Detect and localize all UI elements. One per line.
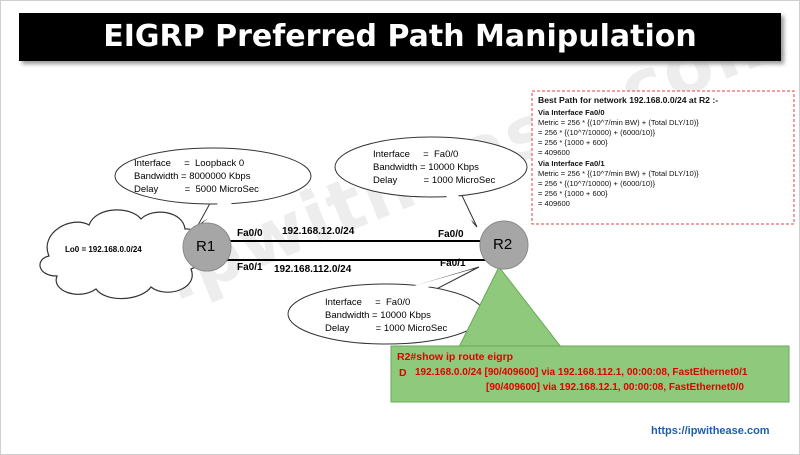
website-url[interactable]: https://ipwithease.com: [651, 425, 770, 437]
best-path-via1-line1: Metric = 256 * {(10^7/min BW) + (Total D…: [538, 118, 699, 127]
best-path-via2-line4: = 409600: [538, 199, 570, 208]
cli-panel: [390, 345, 790, 403]
fa00-callout-bandwidth: Bandwidth = 10000 Kbps: [373, 162, 479, 173]
cli-route-code: D: [399, 367, 407, 379]
callout-r1-loopback: [114, 147, 312, 228]
fa00-callout-interface: Interface = Fa0/0: [373, 149, 459, 160]
best-path-heading: Best Path for network 192.168.0.0/24 at …: [538, 95, 719, 105]
router-r2-label: R2: [493, 236, 513, 253]
cli-route-line1: 192.168.0.0/24 [90/409600] via 192.168.1…: [415, 367, 748, 378]
best-path-via1-line3: = 256 * {1000 + 600}: [538, 138, 608, 147]
router-r1-label: R1: [196, 238, 216, 255]
router-r1: [182, 222, 232, 272]
best-path-via2-line1: Metric = 256 * {(10^7/min BW) + (Total D…: [538, 169, 699, 178]
callout-r2-fa00: [334, 136, 528, 228]
r1-callout-delay: Delay = 5000 MicroSec: [134, 184, 259, 195]
r2-fa00-label: Fa0/0: [438, 229, 464, 240]
cloud-label: Lo0 = 192.168.0.0/24: [65, 245, 142, 254]
r1-fa00-label: Fa0/0: [237, 228, 263, 239]
r1-fa01-label: Fa0/1: [237, 262, 263, 273]
r2-fa01-label: Fa0/1: [440, 258, 466, 269]
best-path-via1-line4: = 409600: [538, 148, 570, 157]
cli-route-line2: [90/409600] via 192.168.12.1, 00:00:08, …: [486, 382, 744, 393]
page-title: EIGRP Preferred Path Manipulation: [19, 13, 781, 61]
best-path-via2-line2: = 256 * {(10^7/10000) + (6000/10)}: [538, 179, 656, 188]
loopback-cloud: [39, 209, 205, 300]
best-path-via2-line3: = 256 * {1000 + 600}: [538, 189, 608, 198]
best-path-via2-label: Via Interface Fa0/1: [538, 159, 605, 168]
callout-r2-fa01: [287, 266, 485, 345]
cli-command: R2#show ip route eigrp: [397, 351, 514, 363]
network-112-label: 192.168.112.0/24: [274, 264, 352, 275]
fa01-callout-bandwidth: Bandwidth = 10000 Kbps: [325, 310, 431, 321]
fa01-callout-delay: Delay = 1000 MicroSec: [325, 323, 448, 334]
r1-callout-bandwidth: Bandwidth = 8000000 Kbps: [134, 171, 251, 182]
best-path-via1-label: Via Interface Fa0/0: [538, 108, 605, 117]
fa01-callout-interface: Interface = Fa0/0: [325, 297, 411, 308]
network-12-label: 192.168.12.0/24: [282, 226, 355, 237]
r1-callout-interface: Interface = Loopback 0: [134, 158, 245, 169]
router-r2: [479, 220, 529, 270]
best-path-via1-line2: = 256 * {(10^7/10000) + (6000/10)}: [538, 128, 656, 137]
best-path-box: [531, 90, 795, 225]
fa00-callout-delay: Delay = 1000 MicroSec: [373, 175, 496, 186]
